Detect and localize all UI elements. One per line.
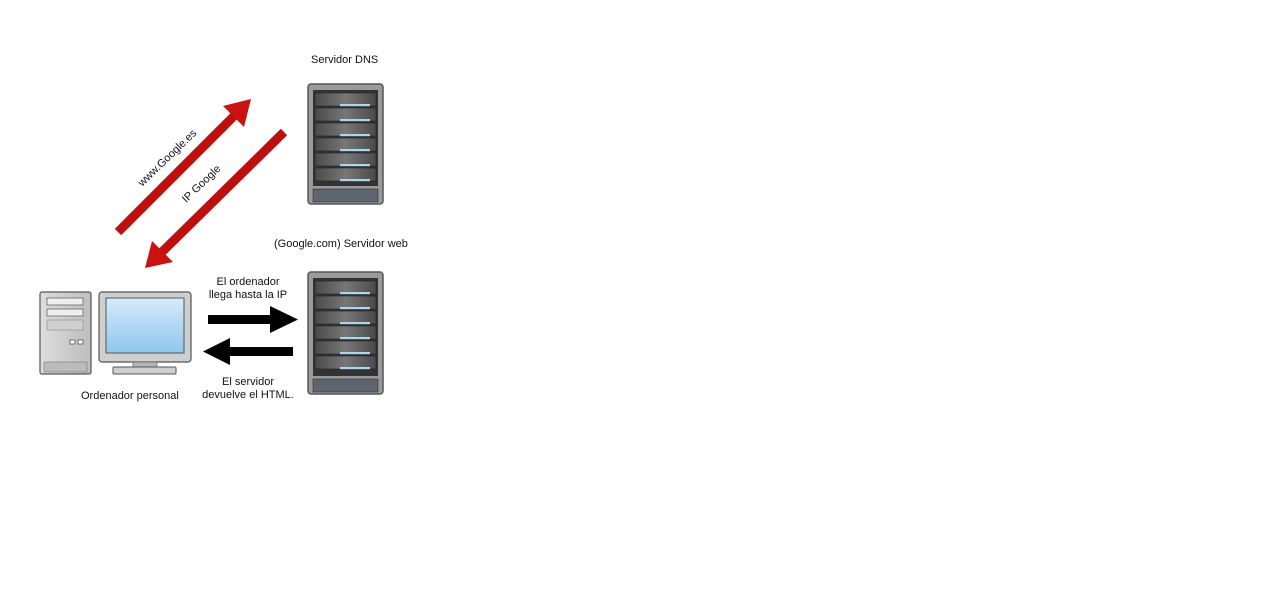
tower-icon [39, 291, 92, 375]
personal-computer-label: Ordenador personal [81, 390, 179, 402]
dns-server-icon [307, 83, 384, 205]
http-response-label-line1: El servidor [222, 376, 274, 388]
server-slots [314, 280, 377, 370]
personal-computer-icon [39, 291, 192, 375]
http-response-label: El servidor devuelve el HTML. [196, 376, 300, 402]
server-slots [314, 92, 377, 182]
monitor-icon [98, 291, 192, 375]
http-request-label-line1: El ordenador [216, 276, 280, 288]
web-server-label: (Google.com) Servidor web [274, 238, 408, 250]
web-server-icon [307, 271, 384, 395]
http-request-label: El ordenador llega hasta la IP [196, 276, 300, 302]
http-request-arrow [208, 306, 298, 333]
http-request-label-line2: llega hasta la IP [208, 289, 288, 301]
dns-reply-arrow [145, 128, 288, 268]
http-response-arrow [203, 338, 293, 365]
dns-query-arrow [114, 99, 251, 236]
http-response-label-line2: devuelve el HTML. [202, 389, 294, 401]
dns-server-label: Servidor DNS [311, 54, 379, 66]
